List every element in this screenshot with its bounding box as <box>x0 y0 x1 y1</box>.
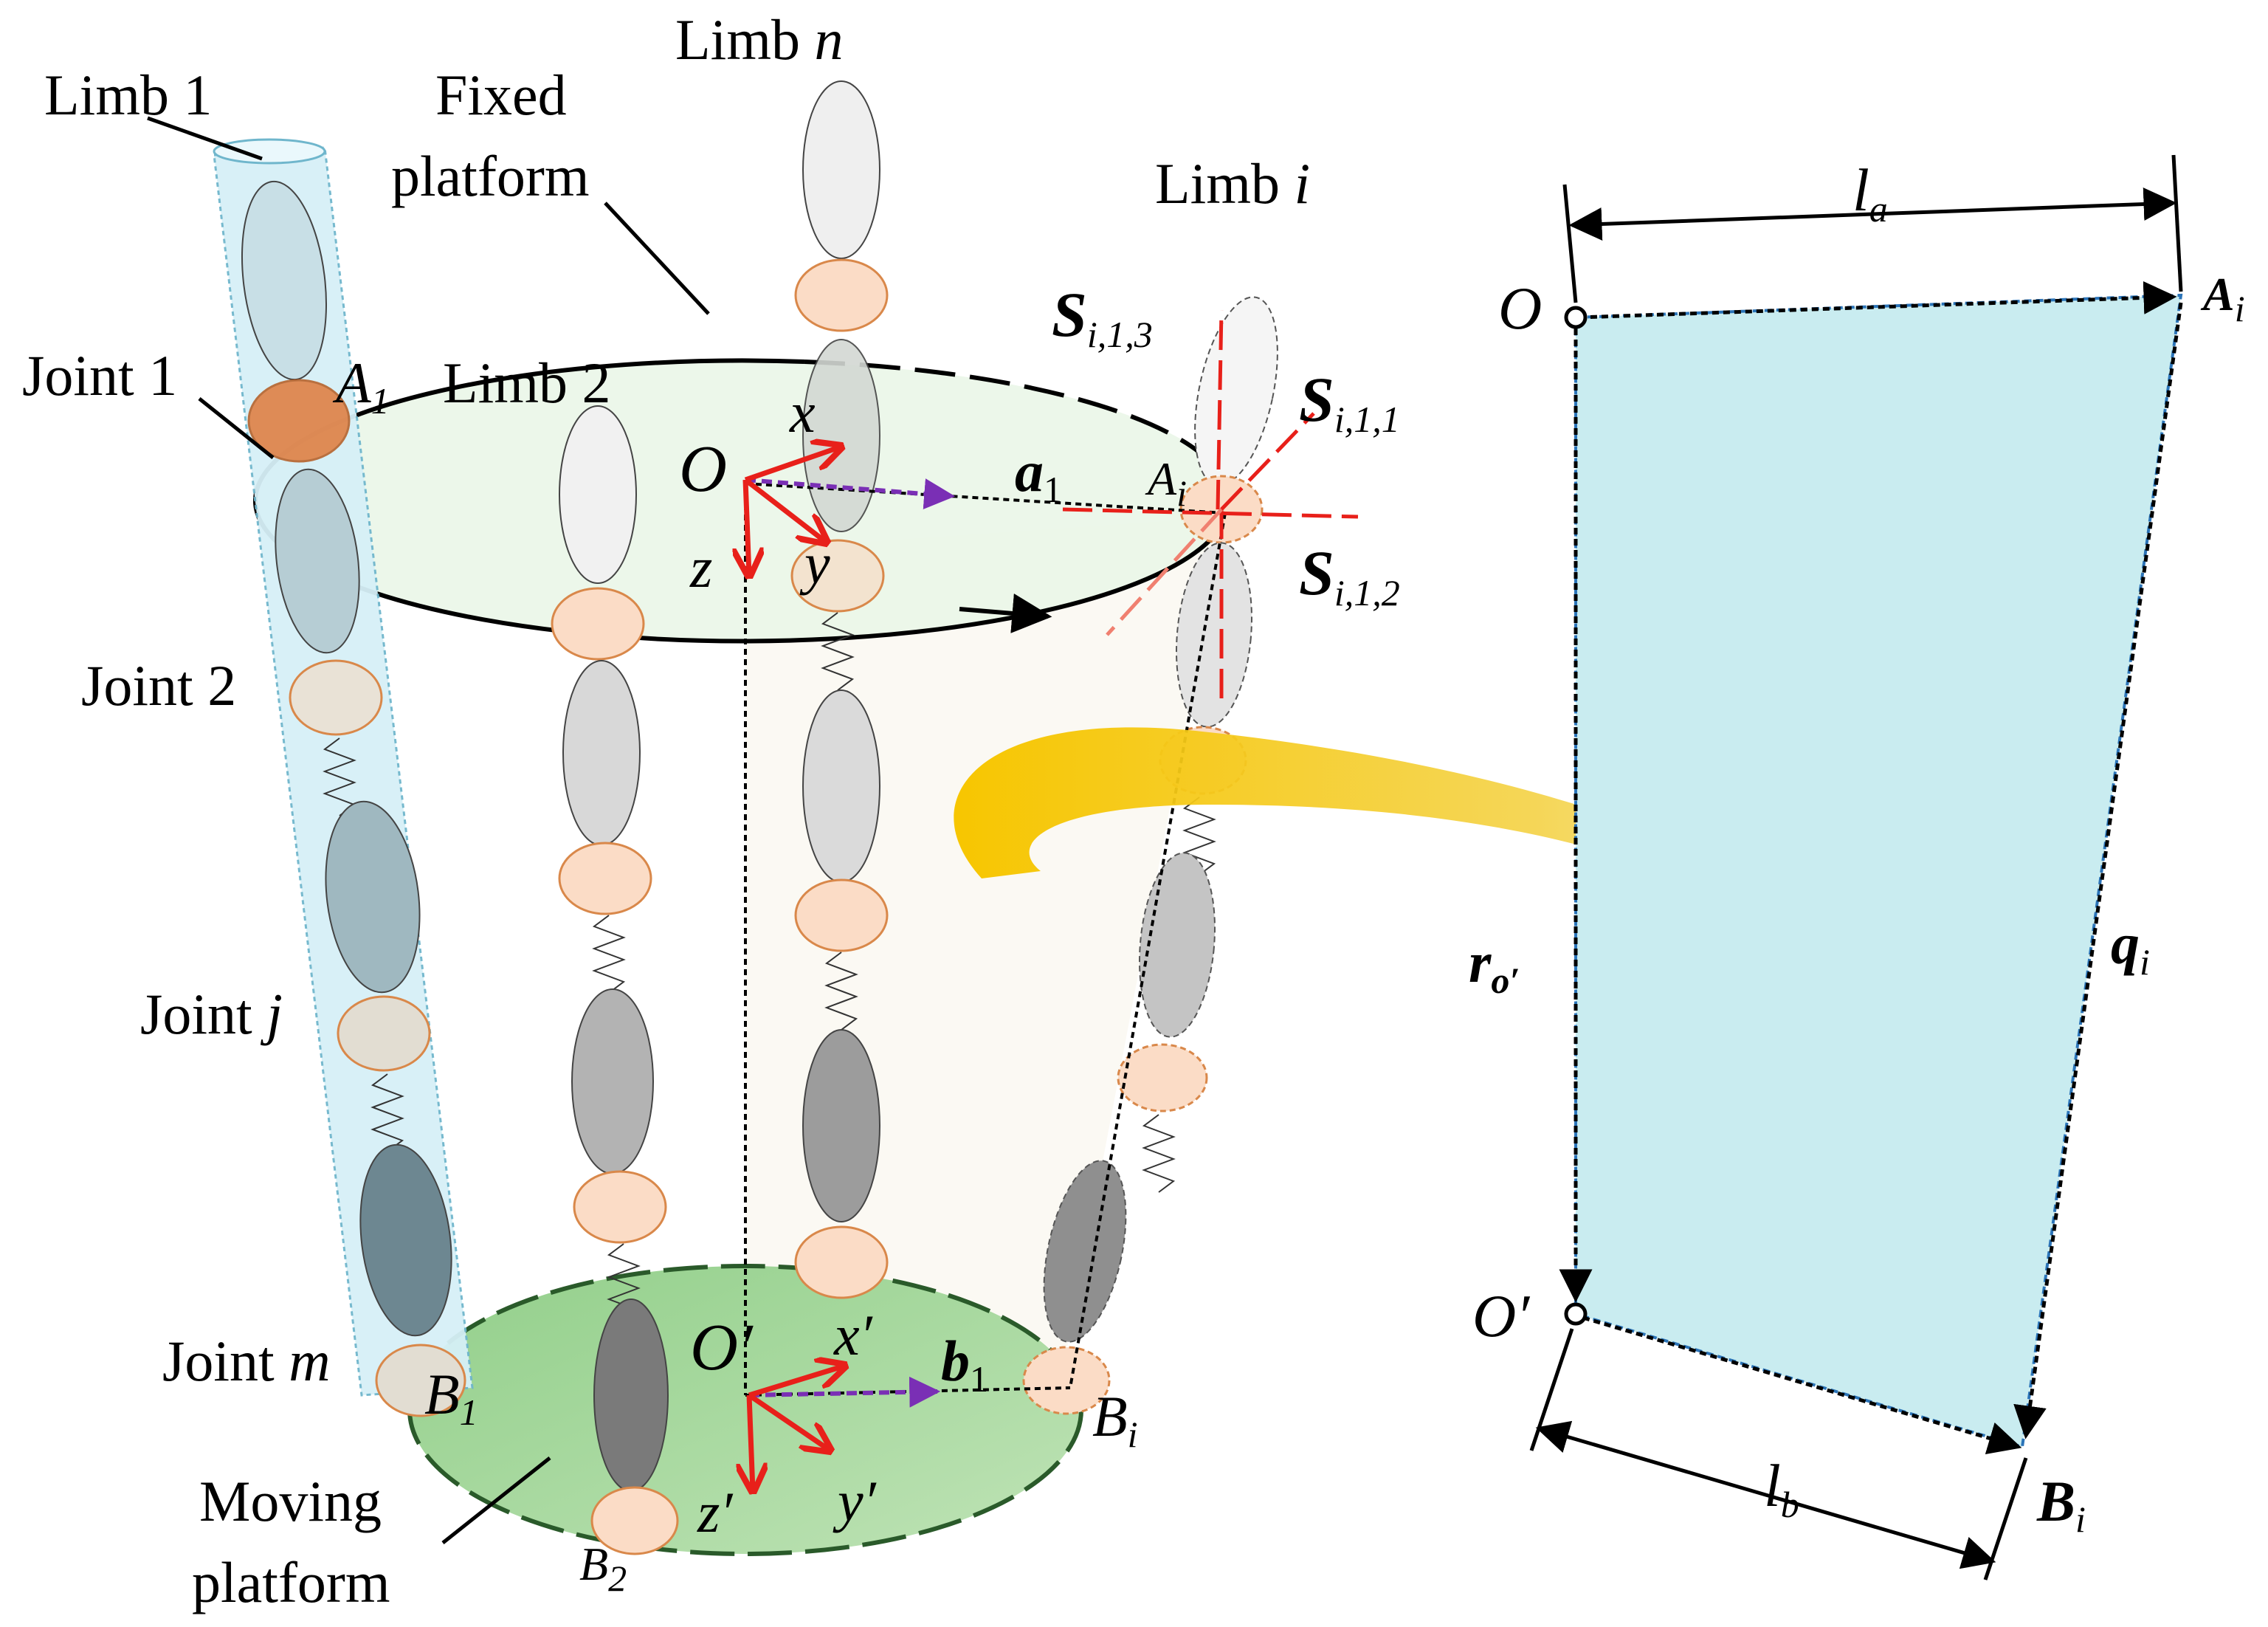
limb-2-joint <box>558 842 652 915</box>
label-fixed-2: platform <box>391 144 590 208</box>
symbol-r-o: ro′ <box>1469 930 1520 1001</box>
limb-1-spring <box>323 737 356 816</box>
moving-platform <box>407 1264 1083 1556</box>
label-limb-i: Limb i <box>1155 151 1310 216</box>
transfer-arrow <box>954 727 2015 1008</box>
limb-n-joint <box>794 258 889 332</box>
limb-n-joint <box>794 878 889 952</box>
symbol-lb: lb <box>1764 1452 1799 1525</box>
symbol-O: O <box>679 433 727 506</box>
limb-2-link <box>593 1298 669 1492</box>
limb-1-joint-1 <box>247 379 351 463</box>
lb-dimension <box>1535 1420 1996 1569</box>
limb-2-chain <box>551 405 679 1555</box>
label-moving-1: Moving <box>199 1469 382 1533</box>
symbol-x: x <box>789 380 816 444</box>
fixed-platform-rim-arrow <box>959 594 1052 633</box>
symbol-B1: B1 <box>424 1362 478 1433</box>
symbol-Bi-right: Bi <box>2036 1469 2086 1540</box>
symbol-Oprime: O′ <box>690 1311 754 1384</box>
vector-qi <box>2013 302 2183 1439</box>
symbol-y: y <box>799 532 830 596</box>
frame-Oprime-arrows <box>749 1366 845 1491</box>
symbol-S-i13: Si,1,3 <box>1052 279 1153 355</box>
leader-joint-1 <box>198 397 275 459</box>
symbol-qi: qi <box>2111 912 2150 983</box>
la-ext-left <box>1562 184 1578 303</box>
limb-n-joint <box>790 539 885 613</box>
screw-axes <box>1062 309 1359 709</box>
la-ext-right <box>2171 154 2183 292</box>
limb-1-link <box>325 800 421 994</box>
leader-moving-platform <box>441 1456 551 1544</box>
limb-i-link <box>1043 1160 1127 1343</box>
label-joint-j: Joint j <box>140 982 283 1046</box>
symbol-Bi: Bi <box>1092 1384 1138 1455</box>
limb-n-link <box>802 1029 880 1222</box>
symbol-Ai-right: Ai <box>2200 268 2245 329</box>
label-limb-2: Limb 2 <box>443 351 611 415</box>
limb-1-joint-m <box>375 1344 466 1417</box>
symbol-S-i12: Si,1,2 <box>1299 537 1400 613</box>
symbol-Ai: Ai <box>1145 453 1187 514</box>
limb-n-link <box>802 80 880 259</box>
la-dimension <box>1568 188 2177 241</box>
limb-2-joint-B2 <box>590 1486 679 1555</box>
label-limb-1: Limb 1 <box>44 63 213 127</box>
limb-i-joint <box>1117 1043 1208 1112</box>
limb-1-joint-2 <box>289 659 383 736</box>
limb-n-spring <box>824 952 858 1031</box>
symbol-O-right: O <box>1498 275 1542 342</box>
label-joint-1: Joint 1 <box>22 343 177 407</box>
dotted-link-O-Ai <box>745 482 1226 515</box>
limb-2-link <box>562 660 641 846</box>
limb-2-joint <box>551 587 645 661</box>
symbol-A1: A1 <box>332 351 390 422</box>
vector-a1 <box>745 478 956 509</box>
symbol-zprime: z′ <box>697 1480 734 1544</box>
limb-n-spring <box>821 612 855 691</box>
dotted-link-Ai-Bi <box>1069 512 1227 1389</box>
leader-fixed-platform <box>604 202 710 315</box>
symbol-a1: a1 <box>1015 439 1062 510</box>
limb-1-link <box>275 468 360 654</box>
label-moving-2: platform <box>192 1550 390 1614</box>
limb-i-joint-Bi <box>1022 1346 1111 1415</box>
symbol-B2: B2 <box>579 1538 627 1599</box>
limb-2-link <box>571 988 654 1174</box>
point-Oprime <box>1564 1302 1588 1326</box>
label-joint-m: Joint m <box>162 1329 331 1393</box>
limb-1-joint-j <box>337 995 431 1072</box>
label-fixed-1: Fixed <box>435 63 567 127</box>
limb-n-link <box>802 689 880 883</box>
limb-i-spring <box>1182 797 1216 876</box>
limb-i-spring <box>1142 1114 1176 1193</box>
symbol-Oprime-right: O′ <box>1472 1282 1530 1349</box>
limb-i-link <box>1139 852 1216 1038</box>
limb-1-link <box>359 1143 452 1337</box>
limb-1-spring <box>370 1073 404 1152</box>
limb-2-joint <box>573 1170 667 1244</box>
symbol-S-i11: Si,1,1 <box>1299 364 1400 440</box>
leader-limb-1 <box>147 116 263 161</box>
frame-O-arrows <box>745 447 841 576</box>
symbol-la: la <box>1852 156 1888 230</box>
limb-1-chain <box>213 138 474 1417</box>
symbol-b1: b1 <box>941 1329 988 1400</box>
limb-n-chain <box>790 80 889 1299</box>
label-joint-2: Joint 2 <box>81 653 236 718</box>
symbol-xprime: x′ <box>833 1303 874 1367</box>
limb-2-spring <box>592 915 626 994</box>
closed-loop-quad <box>1574 293 2183 1449</box>
symbol-z: z <box>689 535 712 599</box>
symbol-yprime: y′ <box>833 1469 878 1533</box>
limb-n-joint <box>794 1225 889 1299</box>
limb-2-link <box>559 405 637 584</box>
label-limb-n: Limb n <box>675 7 844 72</box>
limb-i-chain <box>1022 296 1278 1415</box>
point-O <box>1564 306 1588 329</box>
limb-n-link <box>802 339 880 532</box>
